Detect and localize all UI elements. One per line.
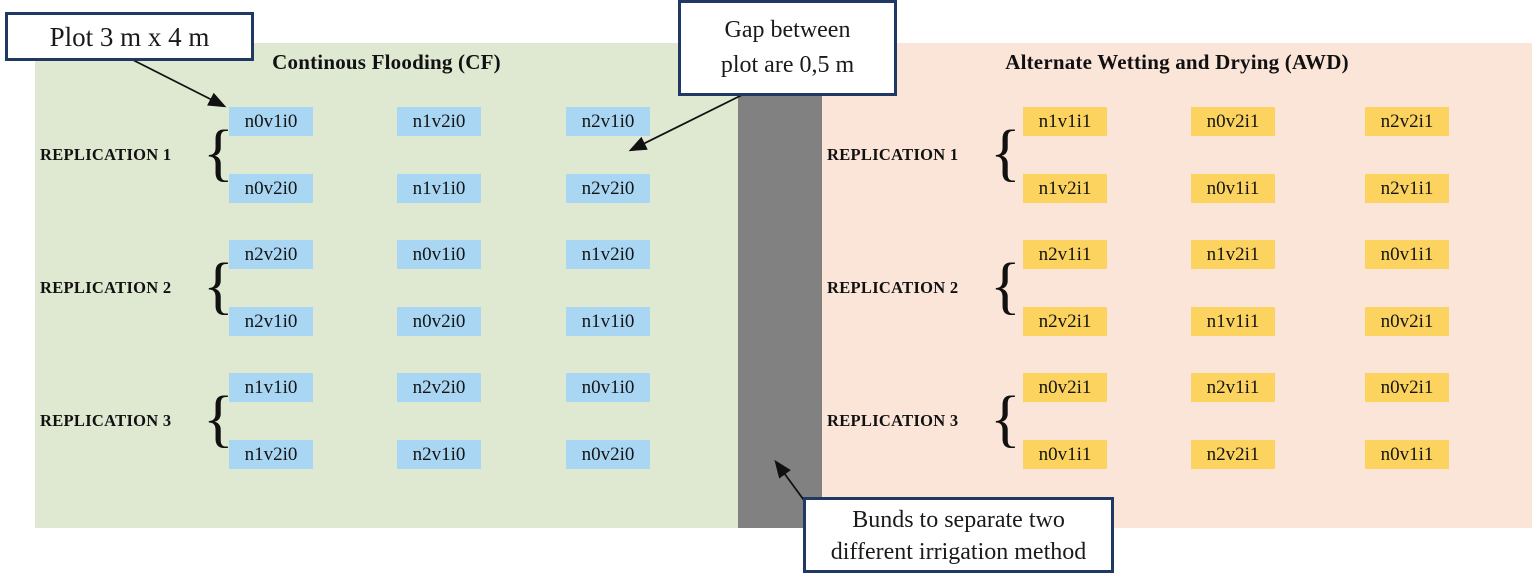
gap-text-line1: Gap between [724, 17, 851, 43]
cf-panel: Continous Flooding (CF) REPLICATION 1 { … [35, 43, 738, 528]
plot-cell: n1v1i0 [229, 373, 313, 402]
plot-cell: n0v2i1 [1191, 107, 1275, 136]
plot-row: n0v1i0 n1v2i0 n2v1i0 [35, 107, 738, 136]
awd-replication-3-label: REPLICATION 3 [827, 411, 959, 430]
plot-row: n2v2i0 n0v1i0 n1v2i0 [35, 240, 738, 269]
plot-cell: n2v2i1 [1023, 307, 1107, 336]
plot-cell: n0v1i1 [1023, 440, 1107, 469]
plot-cell: n2v2i1 [1191, 440, 1275, 469]
plot-cell: n1v2i1 [1023, 174, 1107, 203]
plot-row: n0v2i1 n2v1i1 n0v2i1 [822, 373, 1532, 402]
brace-icon: { [990, 116, 1021, 188]
plot-cell: n0v2i1 [1365, 307, 1449, 336]
plot-cell: n0v1i1 [1365, 240, 1449, 269]
cf-replication-2: REPLICATION 2 { n2v2i0 n0v1i0 n1v2i0 n2v… [35, 240, 738, 336]
brace-icon: { [203, 249, 234, 321]
plot-cell: n2v1i0 [229, 307, 313, 336]
awd-title: Alternate Wetting and Drying (AWD) [1005, 50, 1349, 74]
brace-icon: { [990, 249, 1021, 321]
brace-icon: { [203, 116, 234, 188]
plot-row: n0v1i1 n2v2i1 n0v1i1 [822, 440, 1532, 469]
cf-replication-3-label: REPLICATION 3 [40, 411, 172, 430]
awd-replication-2-label: REPLICATION 2 [827, 278, 959, 297]
brace-icon: { [990, 382, 1021, 454]
plot-size-callout: Plot 3 m x 4 m [5, 12, 254, 61]
bunds-text-line2: different irrigation method [830, 539, 1087, 566]
plot-cell: n2v2i0 [566, 174, 650, 203]
bunds-callout: Bunds to separate two different irrigati… [803, 497, 1114, 573]
plot-row: n1v2i0 n2v1i0 n0v2i0 [35, 440, 738, 469]
awd-replication-3: REPLICATION 3 { n0v2i1 n2v1i1 n0v2i1 n0v… [822, 373, 1532, 469]
plot-cell: n2v2i0 [229, 240, 313, 269]
plot-cell: n1v1i0 [566, 307, 650, 336]
plot-cell: n0v1i1 [1365, 440, 1449, 469]
plot-cell: n2v2i1 [1365, 107, 1449, 136]
plot-cell: n0v1i0 [566, 373, 650, 402]
brace-icon: { [203, 382, 234, 454]
plot-cell: n1v1i0 [397, 174, 481, 203]
cf-replication-2-label: REPLICATION 2 [40, 278, 172, 297]
plot-cell: n1v2i0 [229, 440, 313, 469]
plot-row: n2v1i0 n0v2i0 n1v1i0 [35, 307, 738, 336]
plot-cell: n1v1i1 [1023, 107, 1107, 136]
plot-cell: n1v1i1 [1191, 307, 1275, 336]
plot-cell: n0v2i1 [1023, 373, 1107, 402]
plot-cell: n1v2i0 [566, 240, 650, 269]
bunds-text-line1: Bunds to separate two [852, 507, 1065, 533]
cf-title: Continous Flooding (CF) [272, 50, 501, 74]
awd-panel: Alternate Wetting and Drying (AWD) REPLI… [822, 43, 1532, 528]
plot-cell: n0v2i1 [1365, 373, 1449, 402]
cf-replication-1: REPLICATION 1 { n0v1i0 n1v2i0 n2v1i0 n0v… [35, 107, 738, 203]
plot-cell: n2v1i1 [1023, 240, 1107, 269]
plot-cell: n2v2i0 [397, 373, 481, 402]
gap-callout: Gap between plot are 0,5 m [678, 0, 897, 96]
plot-cell: n2v1i1 [1365, 174, 1449, 203]
plot-cell: n0v1i0 [229, 107, 313, 136]
plot-cell: n1v2i0 [397, 107, 481, 136]
plot-cell: n1v2i1 [1191, 240, 1275, 269]
plot-cell: n0v2i0 [397, 307, 481, 336]
plot-row: n2v2i1 n1v1i1 n0v2i1 [822, 307, 1532, 336]
plot-cell: n2v1i1 [1191, 373, 1275, 402]
plot-row: n1v1i1 n0v2i1 n2v2i1 [822, 107, 1532, 136]
awd-replication-2: REPLICATION 2 { n2v1i1 n1v2i1 n0v1i1 n2v… [822, 240, 1532, 336]
awd-replication-1-label: REPLICATION 1 [827, 145, 959, 164]
plot-row: n0v2i0 n1v1i0 n2v2i0 [35, 174, 738, 203]
plot-cell: n0v1i1 [1191, 174, 1275, 203]
plot-cell: n0v2i0 [229, 174, 313, 203]
gap-text-line2: plot are 0,5 m [720, 51, 855, 78]
cf-replication-1-label: REPLICATION 1 [40, 145, 172, 164]
cf-replication-3: REPLICATION 3 { n1v1i0 n2v2i0 n0v1i0 n1v… [35, 373, 738, 469]
plot-cell: n2v1i0 [566, 107, 650, 136]
plot-row: n1v1i0 n2v2i0 n0v1i0 [35, 373, 738, 402]
plot-cell: n0v1i0 [397, 240, 481, 269]
plot-row: n1v2i1 n0v1i1 n2v1i1 [822, 174, 1532, 203]
bunds-strip [738, 43, 822, 528]
plot-size-text: Plot 3 m x 4 m [49, 22, 210, 52]
awd-replication-1: REPLICATION 1 { n1v1i1 n0v2i1 n2v2i1 n1v… [822, 107, 1532, 203]
plot-cell: n0v2i0 [566, 440, 650, 469]
plot-cell: n2v1i0 [397, 440, 481, 469]
plot-row: n2v1i1 n1v2i1 n0v1i1 [822, 240, 1532, 269]
